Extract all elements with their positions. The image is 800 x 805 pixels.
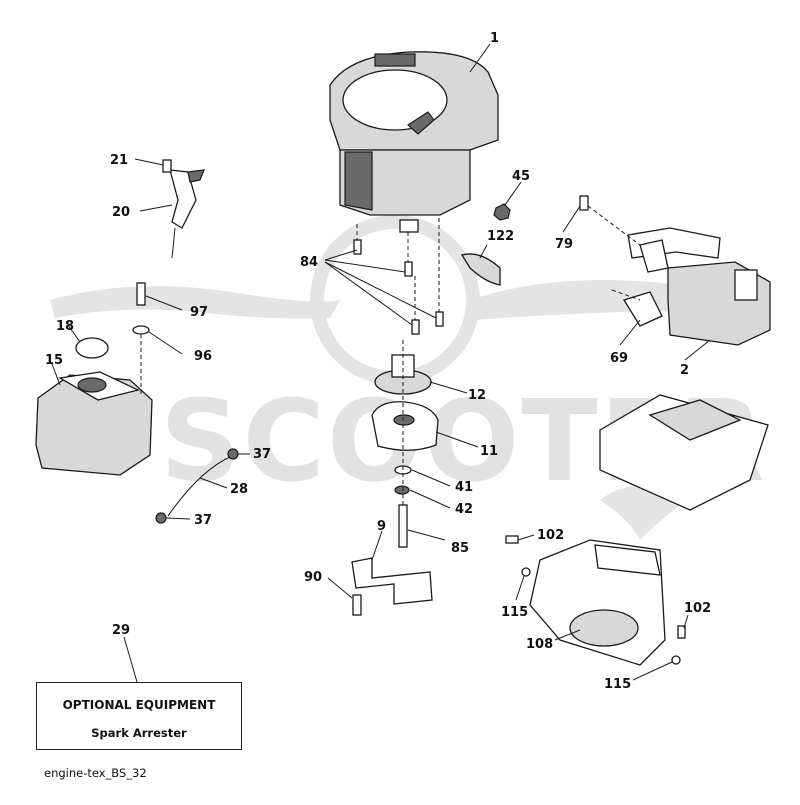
optional-equipment-box: OPTIONAL EQUIPMENT Spark Arrester (36, 682, 242, 750)
shield-part-108 (529, 539, 666, 666)
exhaust-pipe (627, 227, 721, 259)
callout-21: 21 (110, 153, 128, 168)
bolt-84-d (435, 311, 444, 327)
callout-84: 84 (300, 255, 318, 270)
bolt-84-c (411, 319, 420, 335)
muffler-outlet (734, 269, 758, 301)
optional-equipment-title: OPTIONAL EQUIPMENT (62, 698, 216, 712)
bracket-part-9 (351, 557, 433, 605)
fuel-tank-neck (77, 377, 107, 393)
callout-18: 18 (56, 319, 74, 334)
throttle-lever (187, 169, 205, 183)
gasket-part-69 (623, 291, 663, 327)
fuel-cap-part-18 (75, 337, 109, 359)
bolts-part-84 (353, 218, 444, 335)
callout-79: 79 (555, 237, 573, 252)
muffler-part-2 (627, 227, 771, 346)
clutch-body (371, 401, 439, 451)
callout-9: 9 (377, 519, 386, 534)
callout-41: 41 (455, 480, 473, 495)
callouts: 1 2 9 11 12 15 18 20 21 28 29 37 37 41 4… (45, 31, 711, 692)
clutch-center (393, 414, 415, 426)
callout-15: 15 (45, 353, 63, 368)
callout-20: 20 (112, 205, 130, 220)
leader-lines (51, 43, 711, 683)
callout-12: 12 (468, 388, 486, 403)
clamp-part-37-top (227, 448, 239, 460)
dash-69 (611, 289, 641, 301)
throttle-cable (171, 227, 176, 259)
bolt-part-90 (352, 594, 362, 616)
bolt-84-a (353, 239, 362, 255)
engine-oil-cap (407, 111, 435, 135)
washer-part-96 (132, 325, 150, 335)
callout-115-bottom: 115 (604, 677, 631, 692)
watermark-swoosh-left (50, 286, 340, 319)
callout-1: 1 (490, 31, 499, 46)
engine-cylinder-side (344, 151, 373, 211)
washer-part-42 (394, 485, 410, 495)
diagram-code: engine-tex_BS_32 (44, 766, 147, 780)
muffler-flange (639, 239, 669, 273)
callout-45: 45 (512, 169, 530, 184)
shield-opening (569, 609, 639, 647)
shield-back (594, 544, 661, 576)
callout-11: 11 (480, 444, 498, 459)
fuel-tank-part-15 (35, 371, 153, 476)
bolt-part-79 (579, 195, 589, 211)
bolt-part-85 (398, 504, 408, 548)
callout-37-top: 37 (253, 447, 271, 462)
bolt-84-b (404, 261, 413, 277)
callout-102-right: 102 (684, 601, 711, 616)
guard-part-122 (460, 253, 501, 286)
washer-part-115-b (671, 655, 681, 665)
engine-crank-boss (399, 219, 419, 233)
callout-115-left: 115 (501, 605, 528, 620)
callout-97: 97 (190, 305, 208, 320)
bolt-part-97 (136, 282, 146, 306)
callout-29: 29 (112, 623, 130, 638)
callout-37-bottom: 37 (194, 513, 212, 528)
pulley-hub (391, 354, 415, 378)
callout-90: 90 (304, 570, 322, 585)
callout-102-top: 102 (537, 528, 564, 543)
mounting-plate-recess (648, 399, 742, 441)
optional-equipment-item: Spark Arrester (91, 726, 187, 740)
callout-28: 28 (230, 482, 248, 497)
dash-79 (587, 205, 641, 246)
callout-42: 42 (455, 502, 473, 517)
nut-part-45 (493, 203, 511, 221)
clutch-part-11 (371, 401, 439, 451)
callout-96: 96 (194, 349, 212, 364)
callout-108: 108 (526, 637, 553, 652)
callout-85: 85 (451, 541, 469, 556)
screw-part-102-a (505, 535, 519, 544)
watermark-flame (600, 486, 680, 540)
screw-part-102-b (677, 625, 686, 639)
pulley-part-12 (374, 354, 432, 395)
engine-grille (374, 53, 416, 67)
throttle-screw-part-21 (162, 159, 172, 173)
washer-part-115-a (521, 567, 531, 577)
callout-122: 122 (487, 229, 514, 244)
throttle-control-part-20 (162, 159, 205, 259)
clamp-part-37-bottom (155, 512, 167, 524)
callout-2: 2 (680, 363, 689, 378)
engine-part-1 (329, 51, 499, 233)
callout-69: 69 (610, 351, 628, 366)
engine-top-ring (342, 69, 448, 131)
